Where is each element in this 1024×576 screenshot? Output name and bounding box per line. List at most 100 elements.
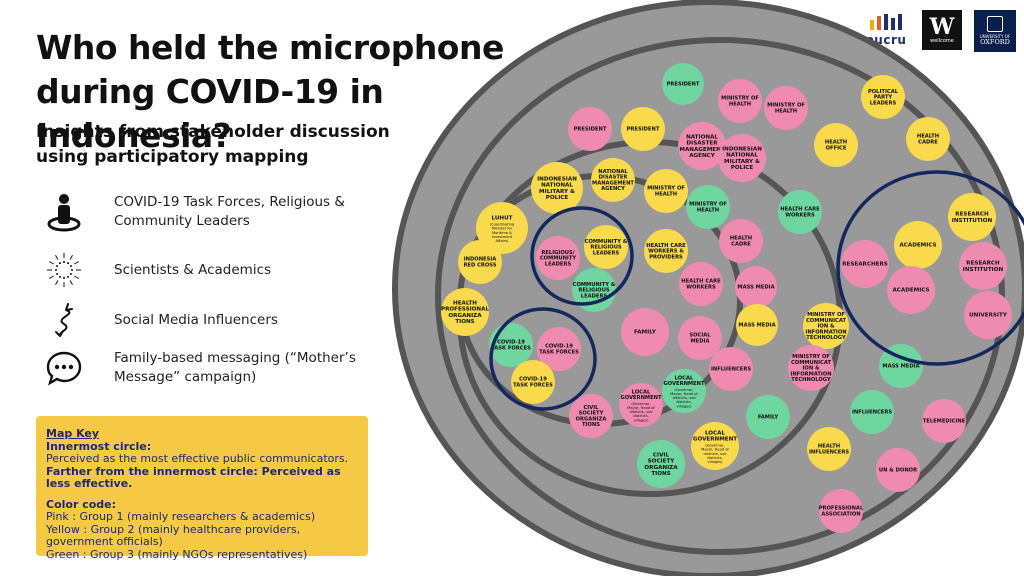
node-circle	[536, 236, 580, 280]
map-key-yellow: Yellow : Group 2 (mainly healthcare prov…	[46, 522, 301, 548]
stakeholder-node: UN & DONOR	[876, 448, 920, 492]
node-label: PRESIDENT	[574, 127, 607, 133]
page-title: Who held the microphone during COVID-19 …	[36, 28, 504, 155]
legend-item-influencers: Social Media Influencers	[40, 298, 374, 342]
node-circle	[879, 344, 923, 388]
stakeholder-node: ACADEMICS	[887, 266, 935, 314]
node-circle	[964, 291, 1012, 339]
node-circle	[637, 440, 685, 488]
oxford-top-text: UNIVERSITY OF	[979, 34, 1011, 39]
node-circle	[511, 360, 555, 404]
stakeholder-node: PRESIDENT	[662, 63, 704, 105]
node-circle	[850, 390, 894, 434]
map-key-heading: Map Key	[46, 427, 100, 440]
node-label: MASS MEDIA	[882, 364, 919, 370]
stakeholder-node: TELEMEDICINE	[922, 399, 966, 443]
node-label: PRESIDENT	[627, 127, 660, 133]
node-circle	[458, 240, 502, 284]
node-circle	[476, 202, 528, 254]
legend-label: Family-based messaging (“Mother’s Messag…	[114, 350, 356, 385]
map-key-box: Map Key Innermost circle: Perceived as t…	[36, 416, 368, 560]
node-circle	[778, 190, 822, 234]
node-circle	[619, 383, 663, 427]
node-circle	[686, 185, 730, 229]
node-label: FAMILY	[634, 330, 657, 336]
node-circle	[819, 489, 863, 533]
node-circle	[709, 347, 753, 391]
node-label: TELEMEDICINE	[923, 419, 966, 425]
node-circle	[906, 117, 950, 161]
squiggle-arrow-icon	[40, 298, 88, 342]
node-circle	[876, 448, 920, 492]
node-circle	[807, 427, 851, 471]
node-circle	[764, 86, 808, 130]
node-circle	[691, 422, 739, 470]
wellcome-letter: W	[929, 14, 955, 40]
legend-item-scientists: Scientists & Academics	[40, 248, 374, 292]
node-circle	[746, 395, 790, 439]
stakeholder-node: FAMILY	[746, 395, 790, 439]
partner-logos: oucru W wellcome UNIVERSITY OF OXFORD	[862, 10, 1016, 52]
node-circle	[537, 327, 581, 371]
node-label: RESEARCHERS	[842, 262, 888, 268]
radiating-dots-icon	[40, 248, 88, 292]
node-label: FAMILY	[758, 415, 779, 421]
node-label: UN & DONOR	[879, 468, 917, 474]
oxford-logo: UNIVERSITY OF OXFORD	[974, 10, 1016, 52]
map-key-green: Green : Group 3 (mainly NGOs representat…	[46, 547, 308, 561]
map-key-innermost-text: Perceived as the most effective public c…	[46, 452, 349, 465]
legend-label: Social Media Influencers	[114, 311, 278, 328]
node-label: MASS MEDIA	[738, 323, 775, 329]
node-circle	[644, 229, 688, 273]
node-circle	[735, 266, 777, 308]
node-circle	[788, 345, 834, 391]
node-circle	[814, 123, 858, 167]
map-key-pink: Pink : Group 1 (mainly researchers & aca…	[46, 510, 316, 523]
wellcome-logo: W wellcome	[922, 10, 962, 50]
node-circle	[841, 240, 889, 288]
speech-bubble-icon	[40, 346, 88, 390]
node-label: UNIVERSITY	[969, 313, 1008, 319]
stakeholder-node: FAMILY	[621, 308, 669, 356]
node-circle	[719, 219, 763, 263]
stakeholder-node: INFLUENCERS	[709, 347, 753, 391]
stakeholder-node: MASS MEDIA	[735, 266, 777, 308]
